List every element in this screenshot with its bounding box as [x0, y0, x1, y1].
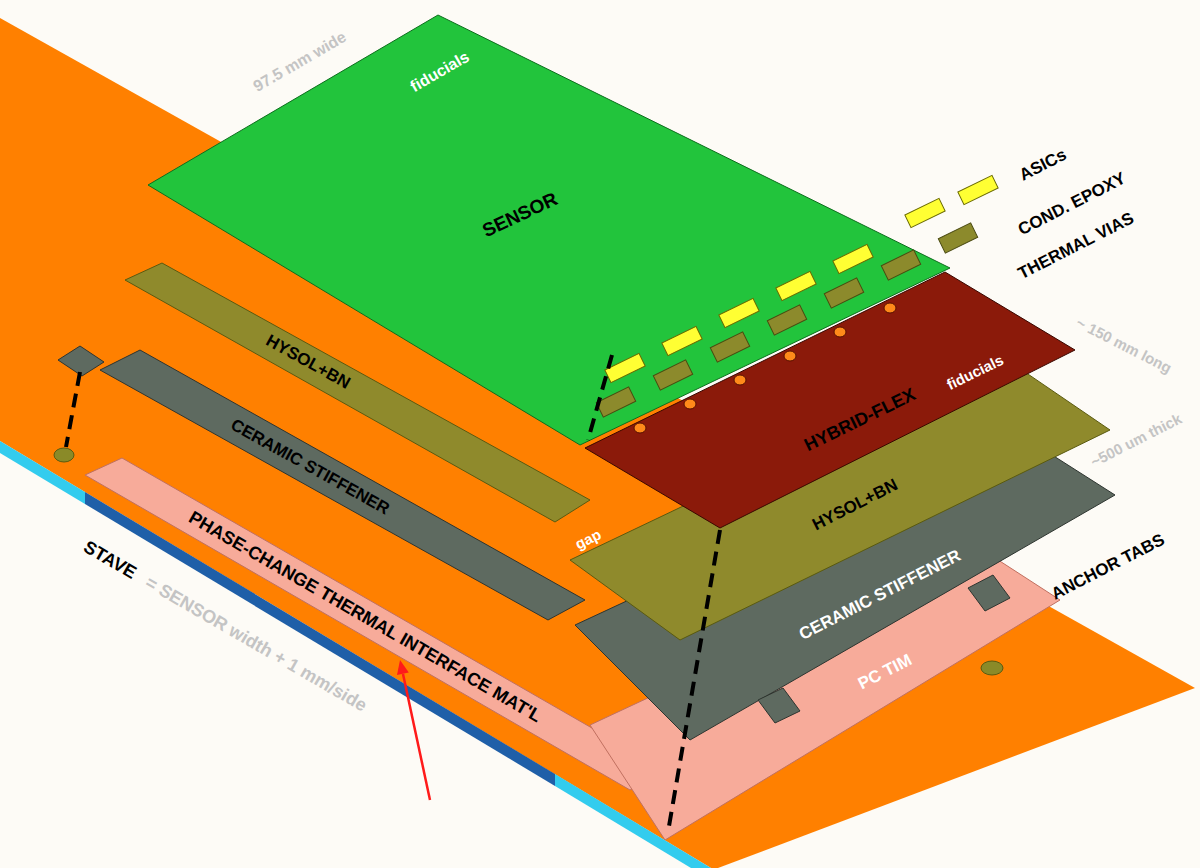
- stave-hole: [981, 661, 1003, 675]
- part-name: CERAMIC STIFFENER: [227, 415, 393, 519]
- pointer-arrow: [397, 660, 430, 800]
- part-shape: [590, 545, 1060, 840]
- part-shape: [58, 346, 104, 376]
- stave-edge: [85, 492, 555, 786]
- part-shape: [100, 350, 585, 620]
- part-label: STAVE: [80, 537, 140, 584]
- dimension-label: ~500 um thick: [1088, 410, 1185, 471]
- part-name: PHASE-CHANGE THERMAL INTERFACE MAT'L: [185, 507, 545, 727]
- part-label: ASICs: [1016, 145, 1069, 185]
- dimension-label: ~ 150 mm long: [1073, 314, 1174, 377]
- stave-hole: [54, 448, 74, 462]
- stave-edge: [0, 441, 85, 504]
- part-label: ANCHOR TABS: [1048, 530, 1168, 604]
